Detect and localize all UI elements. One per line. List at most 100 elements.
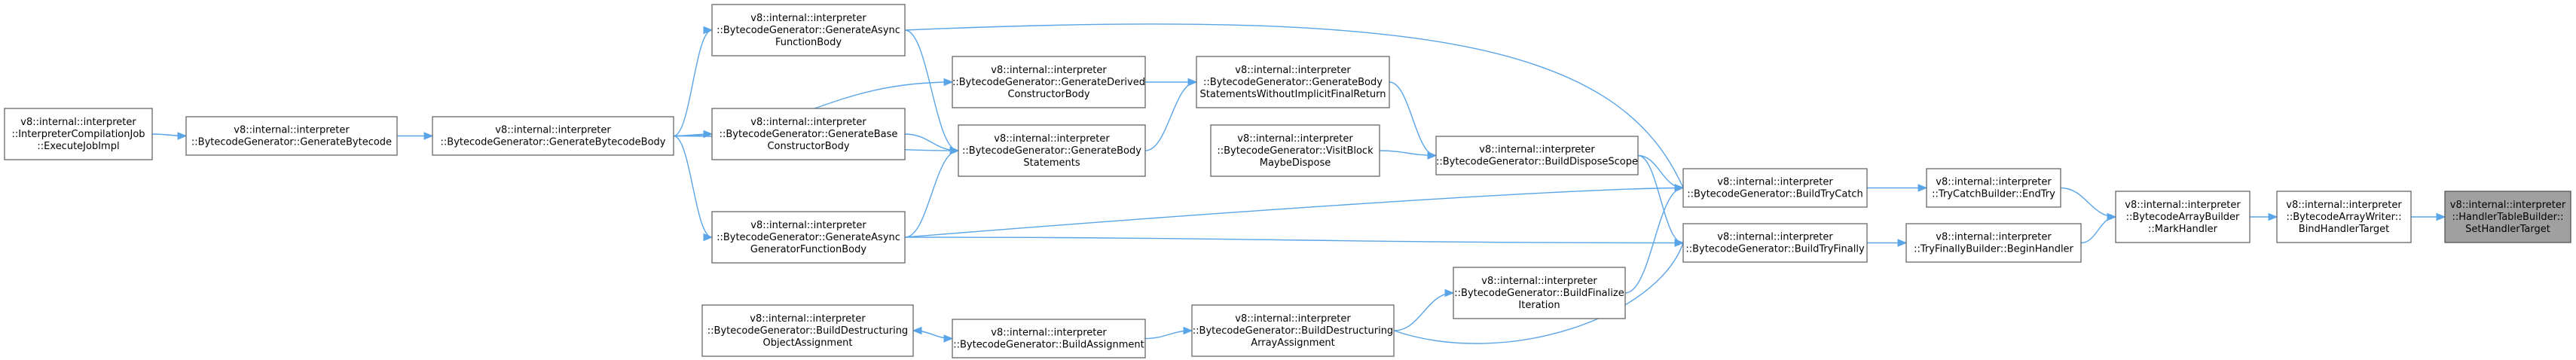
node-label-line: v8::internal::interpreter	[2286, 200, 2402, 211]
node-box[interactable]	[1682, 168, 1868, 208]
graph-node[interactable]: v8::internal::interpreter::TryCatchBuild…	[1926, 168, 2061, 208]
node-label-line: ::ExecuteJobImpl	[37, 141, 119, 152]
node-label-line: ::BytecodeGenerator::BuildTryFinally	[1685, 244, 1865, 255]
graph-node[interactable]: v8::internal::interpreter::BytecodeGener…	[185, 116, 398, 156]
arrowhead	[1674, 239, 1685, 247]
node-label-line: v8::internal::interpreter	[1936, 177, 2052, 188]
node-label-line: ::TryCatchBuilder::EndTry	[1932, 189, 2055, 200]
node-label-line: MaybeDispose	[1260, 157, 1331, 169]
node-label-line: ::BytecodeGenerator::GenerateBytecode	[191, 137, 392, 148]
node-box[interactable]	[701, 304, 914, 357]
node-box[interactable]	[958, 124, 1146, 177]
node-label-line: ::BytecodeGenerator::BuildFinalize	[1454, 288, 1624, 299]
call-edge	[1393, 292, 1454, 331]
node-label-line: v8::internal::interpreter	[1481, 276, 1597, 287]
node-box[interactable]	[1682, 223, 1868, 263]
call-edge	[1637, 154, 1684, 244]
node-box[interactable]	[1926, 168, 2061, 208]
arrowhead	[1183, 326, 1193, 335]
node-label-line: ::BytecodeGenerator::GenerateAsync	[717, 25, 900, 36]
graph-node[interactable]: v8::internal::interpreter::TryFinallyBui…	[1905, 223, 2082, 263]
node-box[interactable]	[1435, 136, 1639, 175]
graph-node[interactable]: v8::internal::interpreter::BytecodeGener…	[711, 4, 906, 56]
node-box[interactable]	[1905, 223, 2082, 263]
call-edge	[1144, 81, 1197, 151]
node-box[interactable]	[1210, 124, 1380, 177]
graph-node[interactable]: v8::internal::interpreter::BytecodeGener…	[711, 211, 906, 264]
node-box[interactable]	[952, 319, 1146, 358]
node-label-line: ::HandlerTableBuilder::	[2452, 212, 2563, 223]
arrowhead	[1187, 78, 1198, 87]
arrowhead	[1917, 184, 1928, 192]
node-box[interactable]	[1453, 267, 1626, 319]
node-box[interactable]	[2115, 191, 2251, 243]
graph-node[interactable]: v8::internal::interpreter::BytecodeGener…	[1453, 267, 1626, 319]
node-label-line: ::BytecodeGenerator::GenerateBase	[720, 129, 898, 140]
node-box[interactable]	[711, 108, 906, 160]
node-label-line: ::BytecodeGenerator::GenerateAsync	[717, 232, 900, 243]
node-box[interactable]	[1196, 56, 1390, 108]
node-label-line: v8::internal::interpreter	[750, 13, 866, 24]
node-label-line: BindHandlerTarget	[2299, 224, 2389, 235]
node-label-line: v8::internal::interpreter	[495, 125, 611, 136]
node-box[interactable]	[1191, 304, 1395, 357]
edges-layer	[151, 23, 2446, 344]
node-box[interactable]	[432, 116, 674, 156]
node-label-line: v8::internal::interpreter	[2125, 200, 2241, 211]
node-label-line: ::BytecodeGenerator::BuildDestructuring	[1193, 325, 1393, 337]
call-edge	[904, 187, 1684, 238]
call-edge	[904, 236, 1684, 244]
graph-node[interactable]: v8::internal::interpreter::BytecodeGener…	[1682, 168, 1868, 208]
arrowhead	[423, 132, 434, 140]
arrowhead	[912, 326, 922, 335]
graph-node[interactable]: v8::internal::interpreter::BytecodeGener…	[701, 304, 914, 357]
node-label-line: v8::internal::interpreter	[1717, 177, 1833, 188]
node-label-line: ::InterpreterCompilationJob	[11, 129, 145, 140]
call-edge	[1624, 187, 1684, 294]
node-label-line: ::BytecodeGenerator::BuildDestructuring	[707, 325, 908, 337]
node-box[interactable]	[711, 4, 906, 56]
node-box[interactable]	[2276, 191, 2412, 243]
node-label-line: v8::internal::interpreter	[234, 125, 350, 136]
node-label-line: v8::internal::interpreter	[1237, 133, 1353, 145]
node-label-line: ::BytecodeArrayWriter::	[2286, 212, 2401, 223]
arrowhead	[1674, 184, 1685, 192]
call-edge	[904, 150, 959, 238]
node-label-line: v8::internal::interpreter	[2450, 200, 2566, 211]
node-box[interactable]	[4, 108, 153, 160]
graph-node[interactable]: v8::internal::interpreter::BytecodeGener…	[952, 319, 1146, 358]
graph-node[interactable]: v8::internal::interpreter::BytecodeGener…	[432, 116, 674, 156]
node-label-line: SetHandlerTarget	[2465, 224, 2550, 235]
graph-node[interactable]: v8::internal::interpreter::BytecodeGener…	[1435, 136, 1639, 175]
graph-node[interactable]: v8::internal::interpreter::BytecodeGener…	[1682, 223, 1868, 263]
graph-node[interactable]: v8::internal::interpreter::BytecodeGener…	[1196, 56, 1390, 108]
node-label-line: StatementsWithoutImplicitFinalReturn	[1200, 89, 1386, 100]
call-edge	[2080, 216, 2116, 244]
arrowhead	[1444, 288, 1455, 297]
graph-node[interactable]: v8::internal::interpreter::InterpreterCo…	[4, 108, 153, 160]
call-edge	[2060, 187, 2116, 218]
graph-node[interactable]: v8::internal::interpreter::BytecodeArray…	[2115, 191, 2251, 243]
node-label-line: Statements	[1023, 157, 1080, 169]
node-box[interactable]	[185, 116, 398, 156]
arrowhead	[177, 132, 188, 140]
graph-node[interactable]: v8::internal::interpreter::BytecodeGener…	[1210, 124, 1380, 177]
node-box[interactable]	[711, 211, 906, 264]
node-label-line: ::BytecodeGenerator::GenerateDerived	[952, 77, 1145, 88]
arrowhead	[949, 146, 960, 155]
node-box[interactable]	[952, 56, 1146, 108]
node-box[interactable]	[2444, 191, 2571, 243]
node-label-line: v8::internal::interpreter	[1235, 313, 1351, 325]
node-label-line: ::TryFinallyBuilder::BeginHandler	[1914, 244, 2073, 255]
graph-node[interactable]: v8::internal::interpreter::BytecodeGener…	[958, 124, 1146, 177]
call-edge	[1637, 154, 1684, 189]
graph-node[interactable]: v8::internal::interpreter::BytecodeArray…	[2276, 191, 2412, 243]
node-label-line: v8::internal::interpreter	[994, 133, 1110, 145]
graph-node[interactable]: v8::internal::interpreter::HandlerTableB…	[2444, 191, 2571, 243]
graph-node[interactable]: v8::internal::interpreter::BytecodeGener…	[1191, 304, 1395, 357]
graph-node[interactable]: v8::internal::interpreter::BytecodeGener…	[711, 108, 906, 160]
graph-node[interactable]: v8::internal::interpreter::BytecodeGener…	[952, 56, 1146, 108]
arrowhead	[2268, 212, 2278, 221]
arrowhead	[943, 78, 954, 87]
node-label-line: ConstructorBody	[1007, 89, 1089, 100]
